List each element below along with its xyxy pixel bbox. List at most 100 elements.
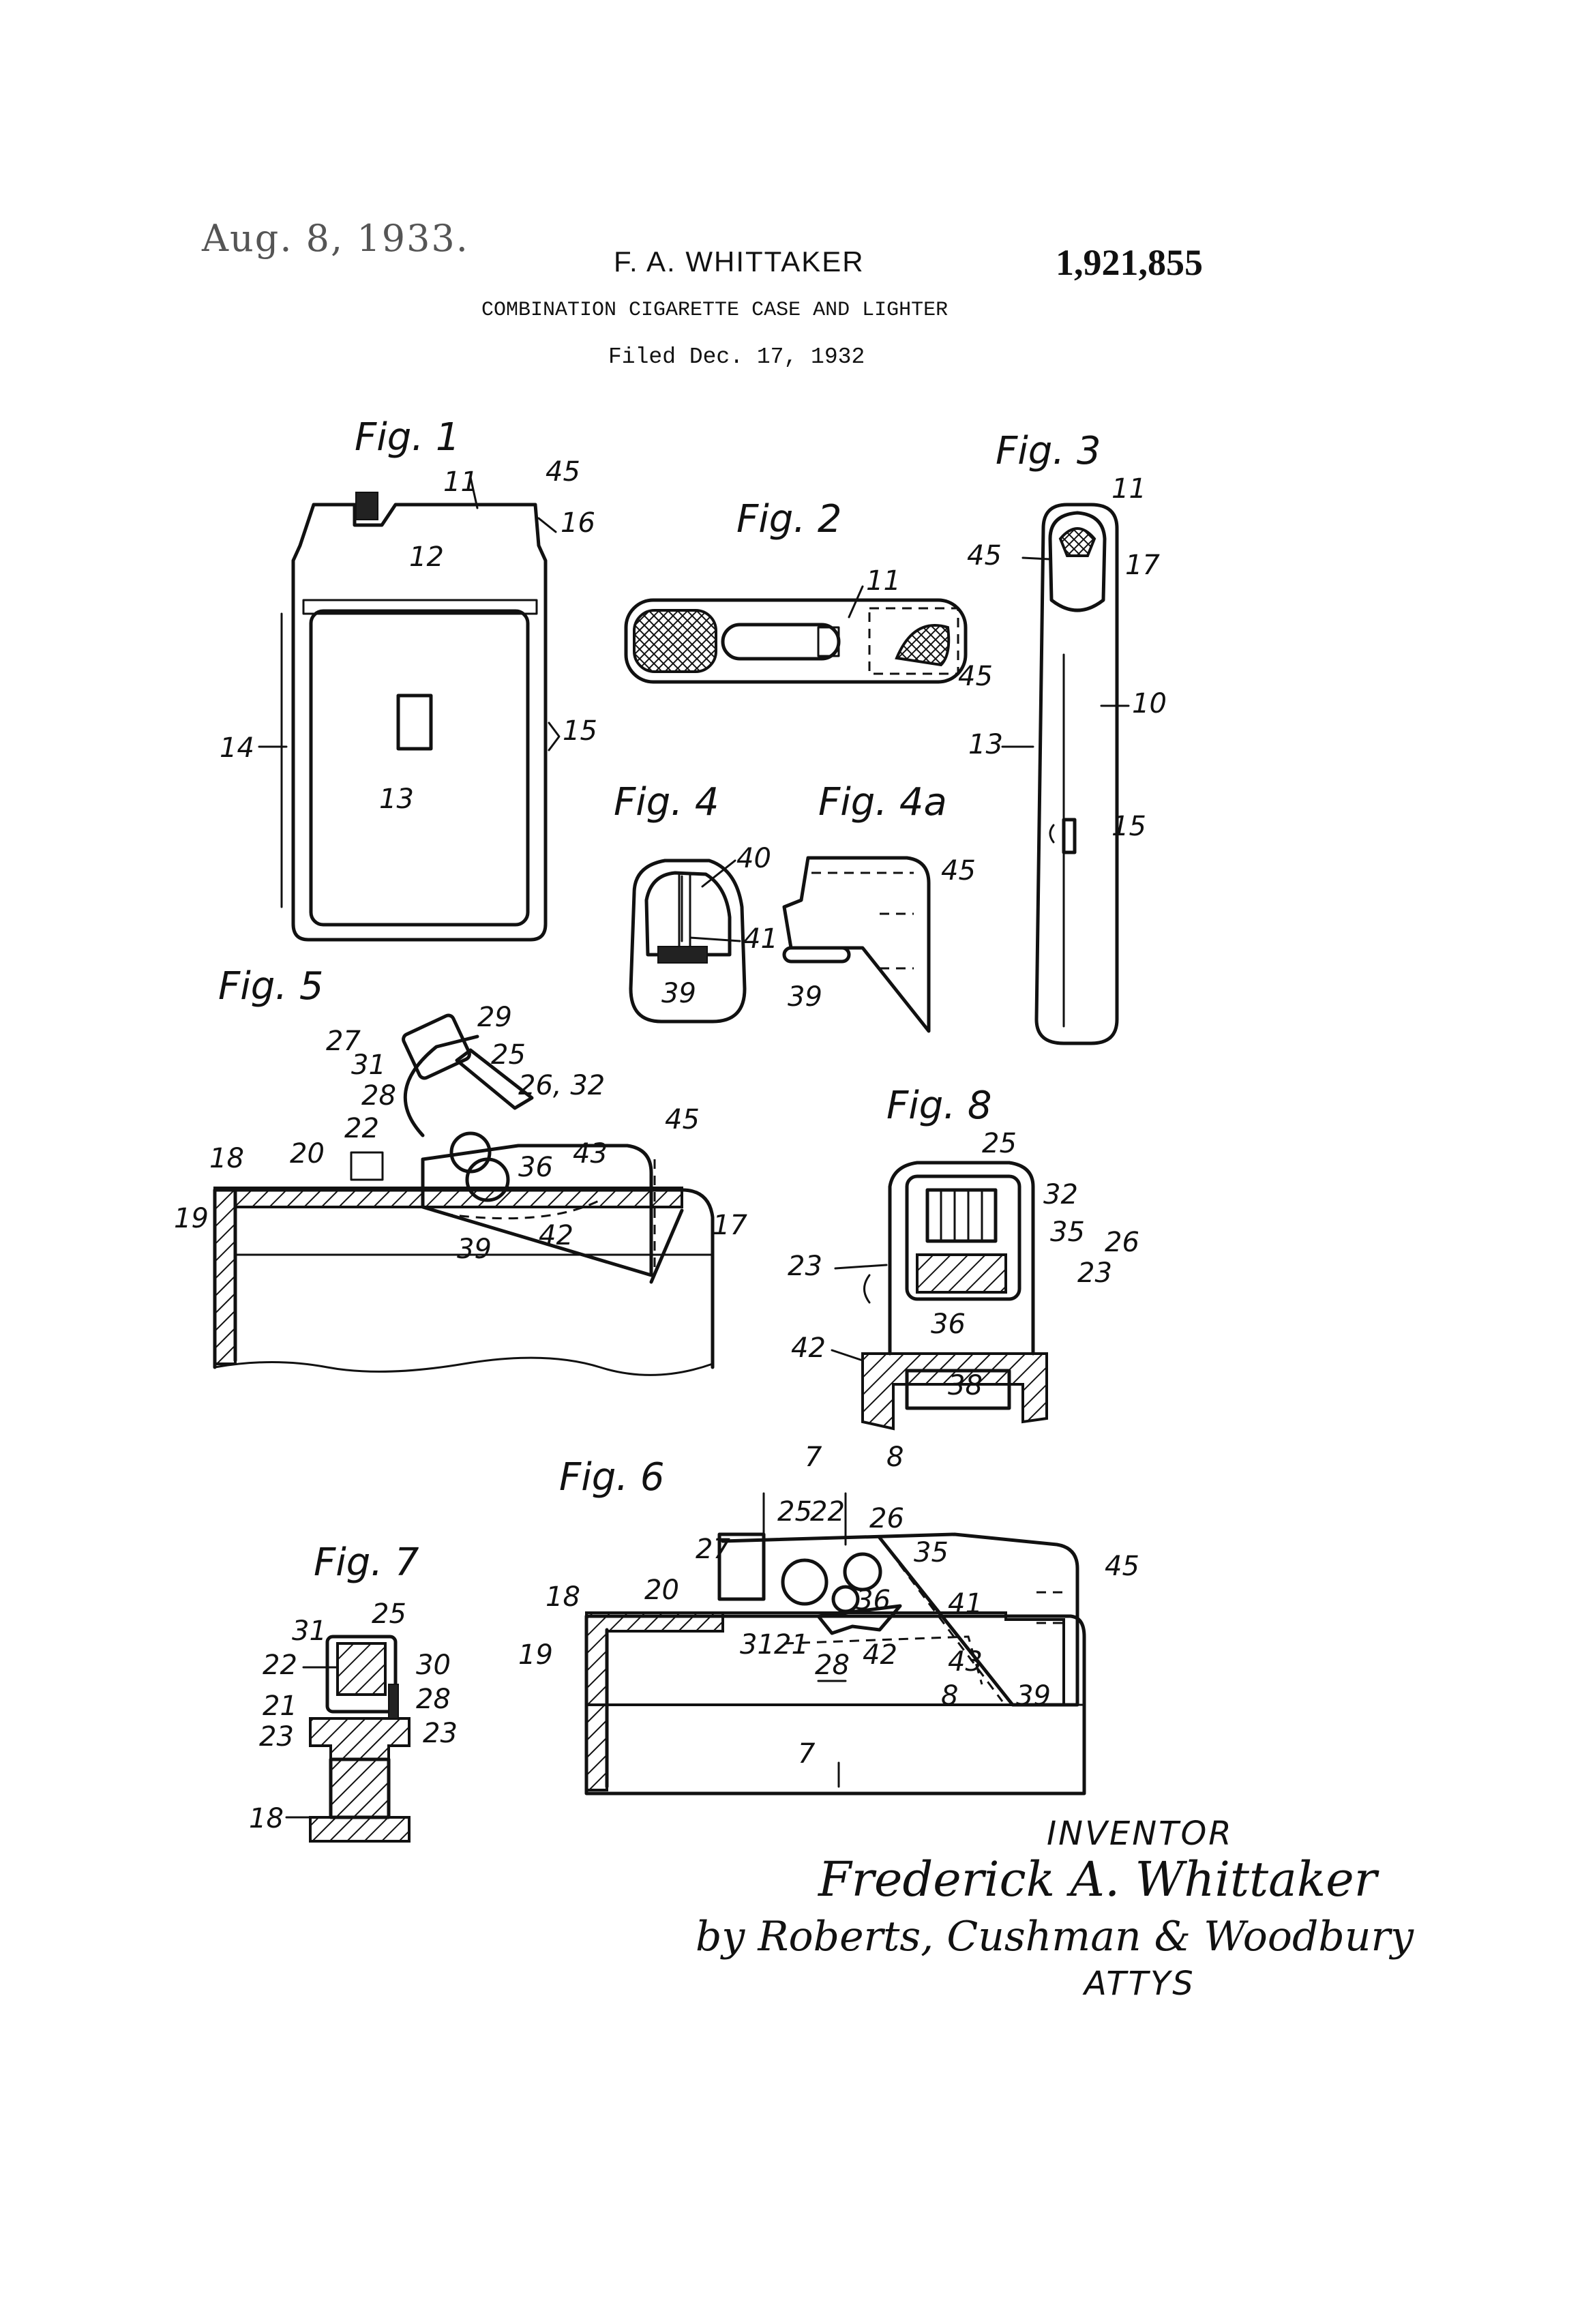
fig3-ref-10: 10 [1132,688,1167,719]
fig1-ref-11: 11 [443,466,478,498]
fig3-mesh [1058,527,1096,557]
fig6-ref-18: 18 [546,1581,580,1613]
fig8-label: Fig. 8 [886,1084,992,1128]
fig6-pin [831,1585,860,1613]
leader [537,517,557,533]
fig8-ref-23-right: 23 [1077,1257,1112,1289]
fig6-hatched-wall [585,1611,724,1791]
filed-date: Filed Dec. 17, 1932 [608,344,865,370]
fig6-ref-36: 36 [856,1585,891,1616]
fig6-ref-27: 27 [696,1534,730,1565]
fig7-ref-25: 25 [372,1598,406,1630]
leader [689,936,741,942]
fig8-ref-25: 25 [982,1128,1017,1159]
fig1-ref-16: 16 [561,507,595,539]
fig7-cavity [329,1757,391,1819]
fig6-ref-22: 22 [810,1496,845,1528]
fig8-inner-frame [905,1174,1021,1301]
figure-5: Fig. 5 27 29 25 31 26, 32 28 22 20 18 19… [174,964,747,1376]
fig7-ref-21: 21 [263,1690,297,1722]
fig2-top-outline [624,598,968,684]
fig7-spring [388,1684,399,1719]
fig1-ref-15: 15 [563,715,597,747]
fig4-ref-40: 40 [736,843,771,874]
fig5-wheel [350,1151,384,1181]
figure-4a: Fig. 4a 45 39 [782,780,976,1033]
fig8-wheel [916,1253,1007,1294]
patent-date: Aug. 8, 1933. [202,217,469,260]
fig5-ref-31: 31 [351,1049,386,1081]
fig1-ref-12: 12 [409,541,444,573]
fig1-window [396,694,433,751]
fig6-ref-45: 45 [1105,1551,1139,1582]
inventor-signature: Frederick A. Whittaker [817,1851,1379,1907]
fig7-frame [325,1635,398,1714]
fig8-ref-36: 36 [931,1309,966,1340]
fig6-ref-21: 21 [774,1629,809,1660]
figure-2: Fig. 2 11 45 [624,497,993,692]
fig1-hinge-band [302,599,538,615]
figure-6: Fig. 6 7 8 25 22 26 27 35 45 20 18 19 36… [518,1442,1139,1796]
fig5-ref-17: 17 [713,1210,747,1241]
fig7-label: Fig. 7 [314,1540,419,1585]
fig6-ref-35: 35 [914,1537,949,1568]
fig3-hood [1048,511,1107,612]
fig4a-ref-45: 45 [941,855,976,887]
leader [834,1264,888,1270]
fig6-ref-31: 31 [740,1629,775,1660]
fig2-mesh-left [633,609,717,673]
fig5-ref-27: 27 [326,1026,361,1057]
fig5-ref-43: 43 [573,1138,608,1170]
fig6-cap [717,1532,766,1601]
inventor-label: INVENTOR [1047,1815,1234,1853]
fig3-ref-11: 11 [1111,473,1146,505]
fig3-ref-17: 17 [1125,550,1160,581]
fig8-ref-38: 38 [948,1370,983,1401]
patent-number: 1,921,855 [1056,242,1203,283]
fig5-cap-open [402,1013,471,1080]
fig3-ref-13: 13 [968,729,1003,760]
fig3-detail [1049,824,1055,844]
fig5-dashed-path [443,1199,601,1220]
figure-4: Fig. 4 40 41 39 [614,780,778,1024]
fig1-label: Fig. 1 [355,415,460,460]
fig8-coil-lines [940,1189,983,1242]
fig6-hood-dashed [878,1537,1004,1702]
fig6-hood-dashes [1036,1591,1064,1624]
fig5-ref-36: 36 [518,1152,553,1183]
fig2-ref-45: 45 [958,661,993,692]
fig5-break-line [213,1356,714,1376]
fig2-ref-11: 11 [866,565,901,597]
fig7-ref-18: 18 [249,1803,284,1834]
fig7-ref-23-right: 23 [423,1718,458,1749]
fig5-hatched-wall [213,1187,683,1365]
leader [469,476,479,509]
fig8-ref-42: 42 [791,1332,826,1364]
fig6-section-8-top: 8 [886,1442,904,1473]
figure-1: Fig. 1 11 45 16 12 13 14 15 [220,415,597,942]
fig2-hood-dashed [868,607,959,675]
fig8-ref-32: 32 [1043,1179,1078,1210]
fig4a-label: Fig. 4a [818,780,947,824]
fig6-section-7-top: 7 [805,1442,822,1473]
fig8-slot-38 [905,1369,1011,1410]
fig2-mesh-right [895,624,951,667]
fig5-ref-20: 20 [290,1138,325,1170]
fig6-ref-43: 43 [948,1646,983,1678]
fig6-ref-20: 20 [644,1575,679,1606]
fig6-ref-19: 19 [518,1639,553,1671]
fig8-coil [925,1188,998,1243]
fig6-section-8-bottom: 8 [941,1680,958,1712]
fig7-ref-22: 22 [263,1650,297,1681]
fig7-ref-28: 28 [416,1684,451,1715]
fig6-toothed-arm [816,1604,902,1635]
leader [848,585,864,619]
fig5-pin [465,1157,510,1202]
fig1-case-outline [291,503,548,942]
fig4-hood-inner [644,871,732,957]
fig6-ref-41: 41 [948,1588,983,1620]
fig1-ref-45: 45 [546,456,580,488]
fig8-side-bump [863,1274,871,1304]
fig6-ref-26: 26 [869,1503,904,1534]
